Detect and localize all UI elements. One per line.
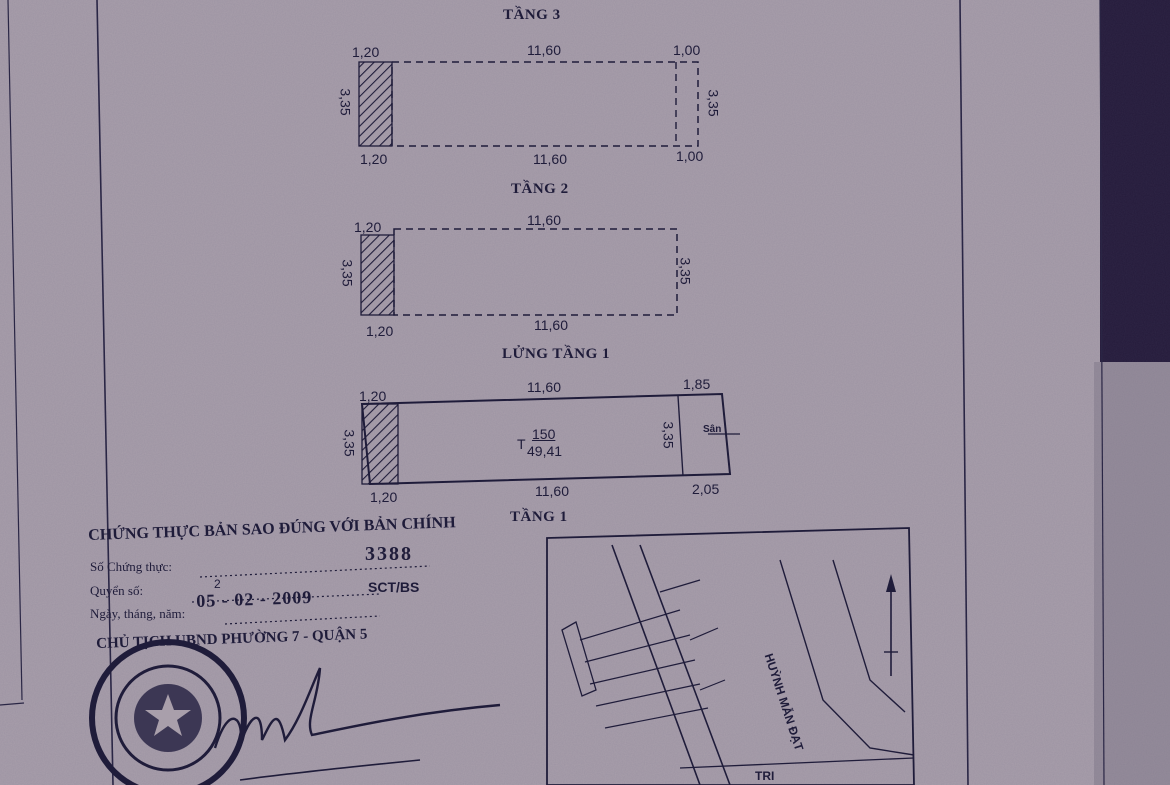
hatched-strip-tang2	[360, 234, 395, 316]
stamp-dotline-2	[191, 593, 381, 603]
plot-line-8	[699, 679, 726, 691]
stamp-dotline-3	[224, 615, 381, 625]
dim-lung-bottom-left: 1,20	[370, 489, 398, 505]
road-curve-right	[779, 559, 915, 756]
cert-number-label: Số Chứng thực:	[90, 559, 172, 574]
plot-line-1	[579, 609, 681, 641]
stamp-dotline-1	[199, 565, 431, 578]
cert-date-label: Ngày, tháng, năm:	[90, 606, 186, 621]
dim-tang3-bottom-mid: 11,60	[533, 151, 567, 167]
dim-tang3-bottom-left: 1,20	[360, 151, 388, 167]
north-arrow-head	[886, 574, 896, 592]
left-margin-line	[96, 0, 114, 785]
cert-book-label: Quyển số:	[90, 583, 144, 598]
plot-line-7	[689, 627, 719, 641]
outline-tang2	[393, 228, 678, 316]
dim-tang3-right: 3,35	[705, 89, 722, 117]
road-curve-right-2	[832, 559, 906, 713]
cert-date-value: 05 - 02 - 2009	[195, 586, 313, 611]
plan-tang3	[358, 61, 699, 147]
dim-tang3-bottom-right: 1,00	[676, 148, 704, 164]
area-bottom-value: 49,41	[527, 443, 563, 459]
title-tang3: TẦNG 3	[503, 7, 561, 23]
dim-tang3-top-right: 1,00	[673, 42, 701, 58]
cert-number-value: 3388	[365, 543, 413, 565]
dim-lung-top-left: 1,20	[359, 388, 387, 404]
seal-star-icon	[145, 694, 191, 736]
signature	[213, 667, 501, 749]
dim-lung-top-mid: 11,60	[527, 379, 561, 395]
dim-lung-bottom-mid: 11,60	[535, 483, 569, 499]
street-label-bottom: TRI	[755, 769, 775, 783]
cert-book-value: 2	[214, 577, 221, 591]
area-prefix: T	[517, 436, 526, 452]
divider-lung	[677, 395, 684, 477]
left-page-line	[7, 0, 23, 701]
area-top-value: 150	[532, 426, 556, 442]
dim-lung-bottom-right: 2,05	[692, 481, 720, 497]
hatched-strip-tang3	[358, 61, 393, 147]
certification-stamp	[191, 565, 431, 625]
outline-lung	[360, 392, 732, 486]
signature-underline	[239, 759, 421, 781]
dim-lung-inner-side: 3,35	[660, 421, 677, 449]
plot-line-5	[604, 707, 709, 729]
seal-inner-ring	[114, 664, 222, 772]
plan-tang2	[360, 228, 678, 316]
right-margin-line	[959, 0, 969, 785]
site-map-frame	[546, 527, 915, 785]
dim-tang2-right: 3,35	[677, 257, 694, 285]
dim-tang3-top-left: 1,20	[352, 44, 380, 60]
small-plot	[561, 621, 597, 697]
alley-left	[611, 544, 701, 785]
dim-tang2-bottom-mid: 11,60	[534, 317, 568, 333]
plot-line-2	[584, 634, 691, 663]
san-label: Sân	[703, 424, 722, 435]
round-seal	[89, 639, 247, 785]
left-page-bottom	[0, 702, 25, 706]
dim-lung-left: 3,35	[341, 429, 358, 457]
dim-tang2-bottom-left: 1,20	[366, 323, 394, 339]
title-tang2: TẦNG 2	[511, 181, 569, 197]
dim-tang2-left: 3,35	[339, 259, 356, 287]
title-lung-tang1: LỬNG TẦNG 1	[502, 346, 611, 362]
road-bottom	[679, 757, 915, 769]
dim-tang2-top-mid: 11,60	[527, 212, 561, 228]
plot-line-6	[659, 579, 701, 593]
seal-outer-ring	[89, 639, 247, 785]
edge-line	[1099, 0, 1105, 785]
dim-tang3-left: 3,35	[337, 88, 354, 116]
plan-lung-tang1	[360, 392, 740, 486]
title-tang1: TẦNG 1	[510, 509, 568, 525]
dim-lung-top-right: 1,85	[683, 376, 711, 392]
cert-book-suffix: SCT/BS	[368, 579, 420, 595]
dim-tang3-top-mid: 11,60	[527, 42, 561, 58]
plot-line-3	[589, 659, 696, 685]
dim-tang2-top-left: 1,20	[354, 219, 382, 235]
site-map	[546, 527, 915, 785]
alley-right	[639, 544, 731, 785]
hatched-strip-lung	[361, 403, 399, 485]
plot-line-4	[595, 683, 701, 707]
outline-tang3	[391, 61, 699, 147]
